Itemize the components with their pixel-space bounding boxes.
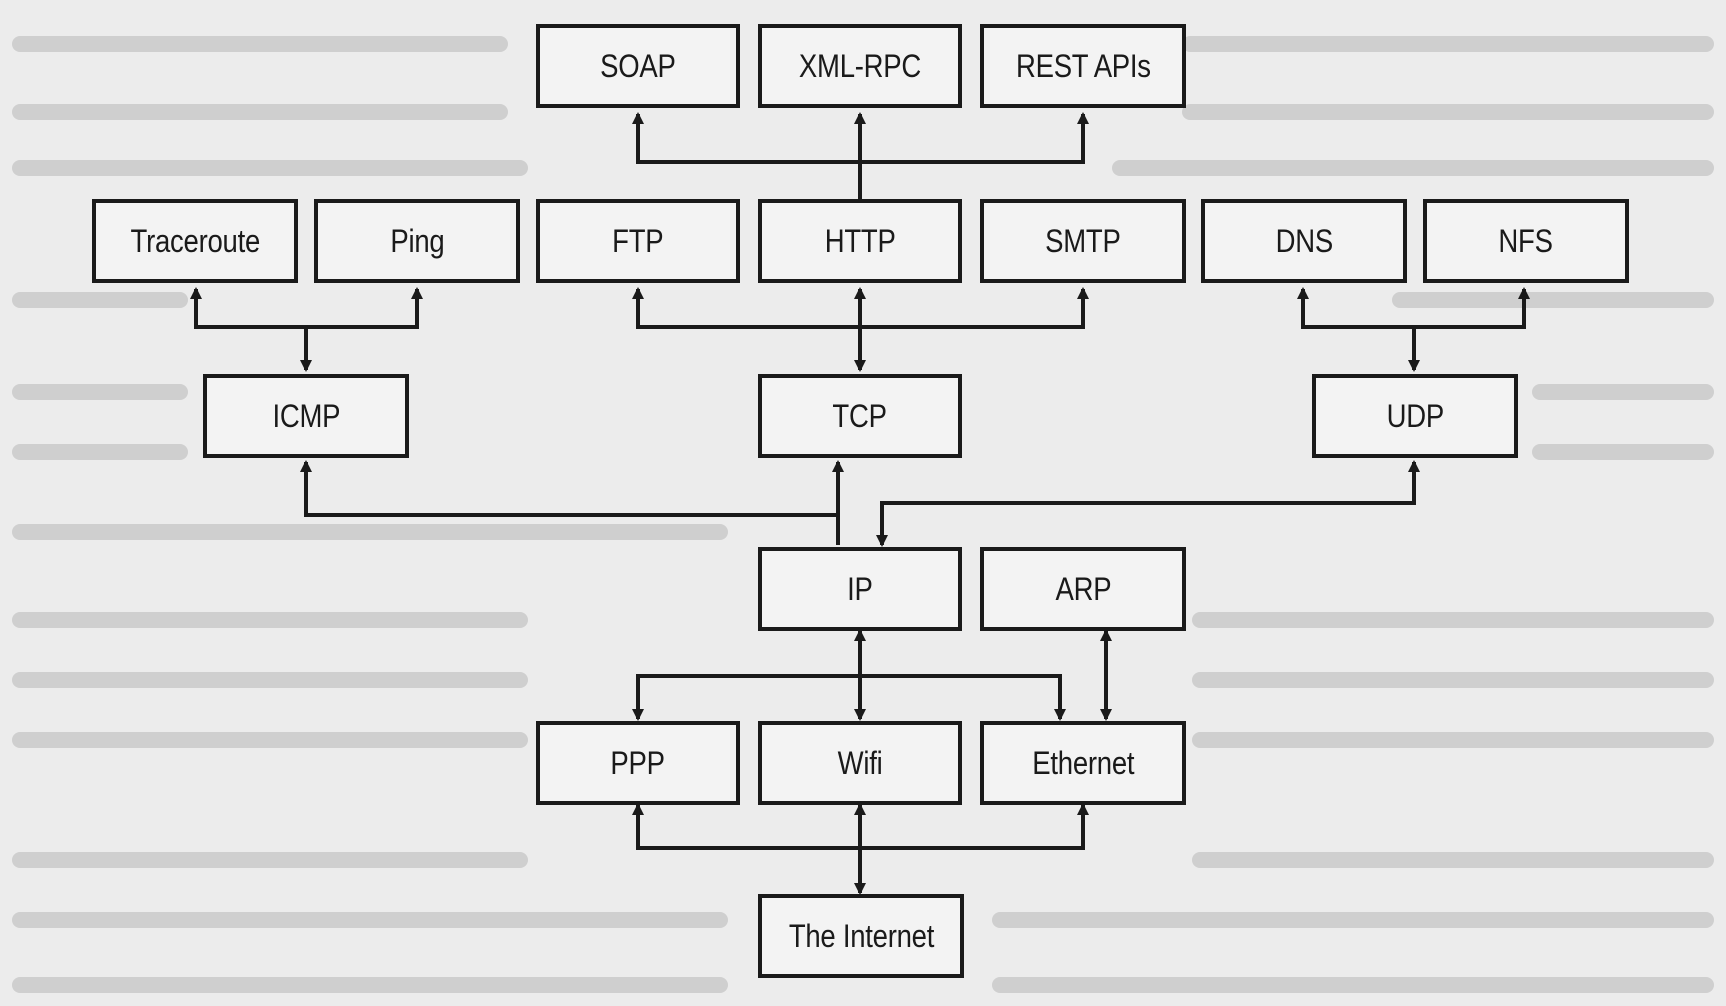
connector-internet-ppp [632,803,860,850]
node-http-label: HTTP [824,222,896,259]
node-http: HTTP [758,199,962,283]
connector-ip-udp [876,460,1420,547]
node-xmlrpc-label: XML-RPC [798,47,922,84]
node-ip-label: IP [847,570,873,607]
connector-ip-icmp [300,460,840,545]
node-the-internet: The Internet [758,894,964,978]
node-udp: UDP [1312,374,1518,458]
node-ping-label: Ping [389,222,445,259]
node-icmp-label: ICMP [272,397,340,434]
node-traceroute-label: Traceroute [130,222,260,259]
node-ip: IP [758,547,962,631]
connector-udp-nfs [1414,287,1530,329]
node-ftp: FTP [536,199,740,283]
node-icmp: ICMP [203,374,409,458]
node-tcp: TCP [758,374,962,458]
node-udp-label: UDP [1386,397,1444,434]
node-arp: ARP [980,547,1186,631]
node-dns-label: DNS [1275,222,1333,259]
node-traceroute: Traceroute [92,199,298,283]
node-ethernet-label: Ethernet [1032,744,1134,781]
node-soap-label: SOAP [600,47,676,84]
node-wifi: Wifi [758,721,962,805]
node-xmlrpc: XML-RPC [758,24,962,108]
connector-internet-ethernet [860,803,1089,850]
node-ftp-label: FTP [612,222,664,259]
node-smtp: SMTP [980,199,1186,283]
node-wifi-label: Wifi [837,744,883,781]
connector-tcp-ftp [632,287,860,329]
connector-udp-dns [1297,287,1414,329]
connector-http-rest [860,112,1089,164]
node-ethernet: Ethernet [980,721,1186,805]
node-smtp-label: SMTP [1045,222,1121,259]
connector-icmp-ping [306,287,423,329]
node-dns: DNS [1201,199,1407,283]
node-ping: Ping [314,199,520,283]
connector-http-soap [632,112,862,200]
connector-icmp-traceroute [190,287,308,370]
node-rest-apis: REST APIs [980,24,1186,108]
node-nfs: NFS [1423,199,1629,283]
node-the-internet-label: The Internet [788,917,934,954]
node-arp-label: ARP [1055,570,1111,607]
connector-ip-ppp [632,674,860,721]
node-tcp-label: TCP [832,397,888,434]
connector-tcp-smtp [860,287,1089,329]
node-ppp: PPP [536,721,740,805]
node-nfs-label: NFS [1498,222,1554,259]
node-rest-apis-label: REST APIs [1015,47,1151,84]
connector-ip-ethernet [860,674,1066,721]
node-ppp-label: PPP [610,744,666,781]
node-soap: SOAP [536,24,740,108]
